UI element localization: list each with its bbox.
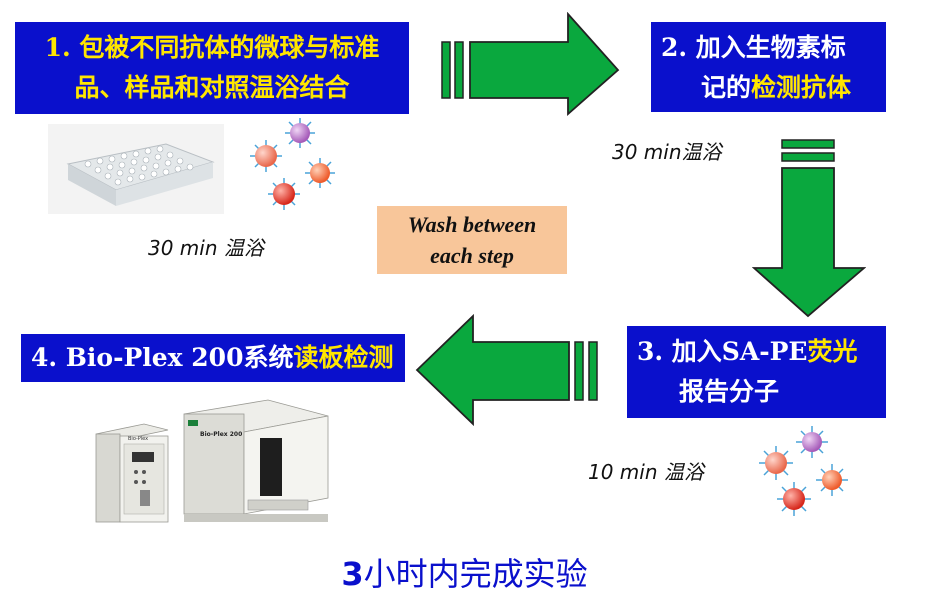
arrow-left-icon [415,314,598,426]
step-2-line2: 记的检测抗体 [701,73,852,102]
incubation-note-2: 30 min温浴 [612,140,722,164]
step-3-line2: 报告分子 [679,377,780,406]
incubation-note-1: 30 min 温浴 [148,236,264,260]
beads-image-bottom [759,426,848,516]
step-4-box: 4. Bio-Plex 200系统读板检测 [21,334,405,382]
wash-line2: each step [430,243,514,268]
step-2-box: 2. 加入生物素标 记的检测抗体 [651,22,886,112]
summary-number: 3 [341,555,364,593]
beads-image-top [250,118,335,210]
wash-note-box: Wash between each step [377,206,567,274]
instrument-image: Bio-Plex Bio-Plex 200 [88,386,333,538]
instrument-left-label: Bio-Plex [128,436,148,442]
step-3-box: 3. 加入SA-PE荧光 报告分子 [627,326,886,418]
summary-label: 小时内完成实验 [363,555,588,593]
step-1-line2: 品、样品和对照温浴结合 [74,73,350,102]
step-1-box: 1. 包被不同抗体的微球与标准 品、样品和对照温浴结合 [15,22,409,114]
step-3-line1: 3. 加入SA-PE荧光 [637,337,858,366]
wash-line1: Wash between [407,212,537,237]
step-4-text-a: 4. Bio-Plex 200系统 [31,343,294,372]
arrow-right-icon [441,12,620,116]
microplate-image [48,124,224,214]
summary-text: 3小时内完成实验 [0,549,929,595]
step-4-text-b: 读板检测 [293,343,394,372]
step-1-line1: 1. 包被不同抗体的微球与标准 [44,33,380,62]
step-2-line1: 2. 加入生物素标 [661,33,846,62]
instrument-right-label: Bio-Plex 200 [200,431,242,438]
incubation-note-3: 10 min 温浴 [588,460,704,484]
arrow-down-icon [752,139,866,318]
